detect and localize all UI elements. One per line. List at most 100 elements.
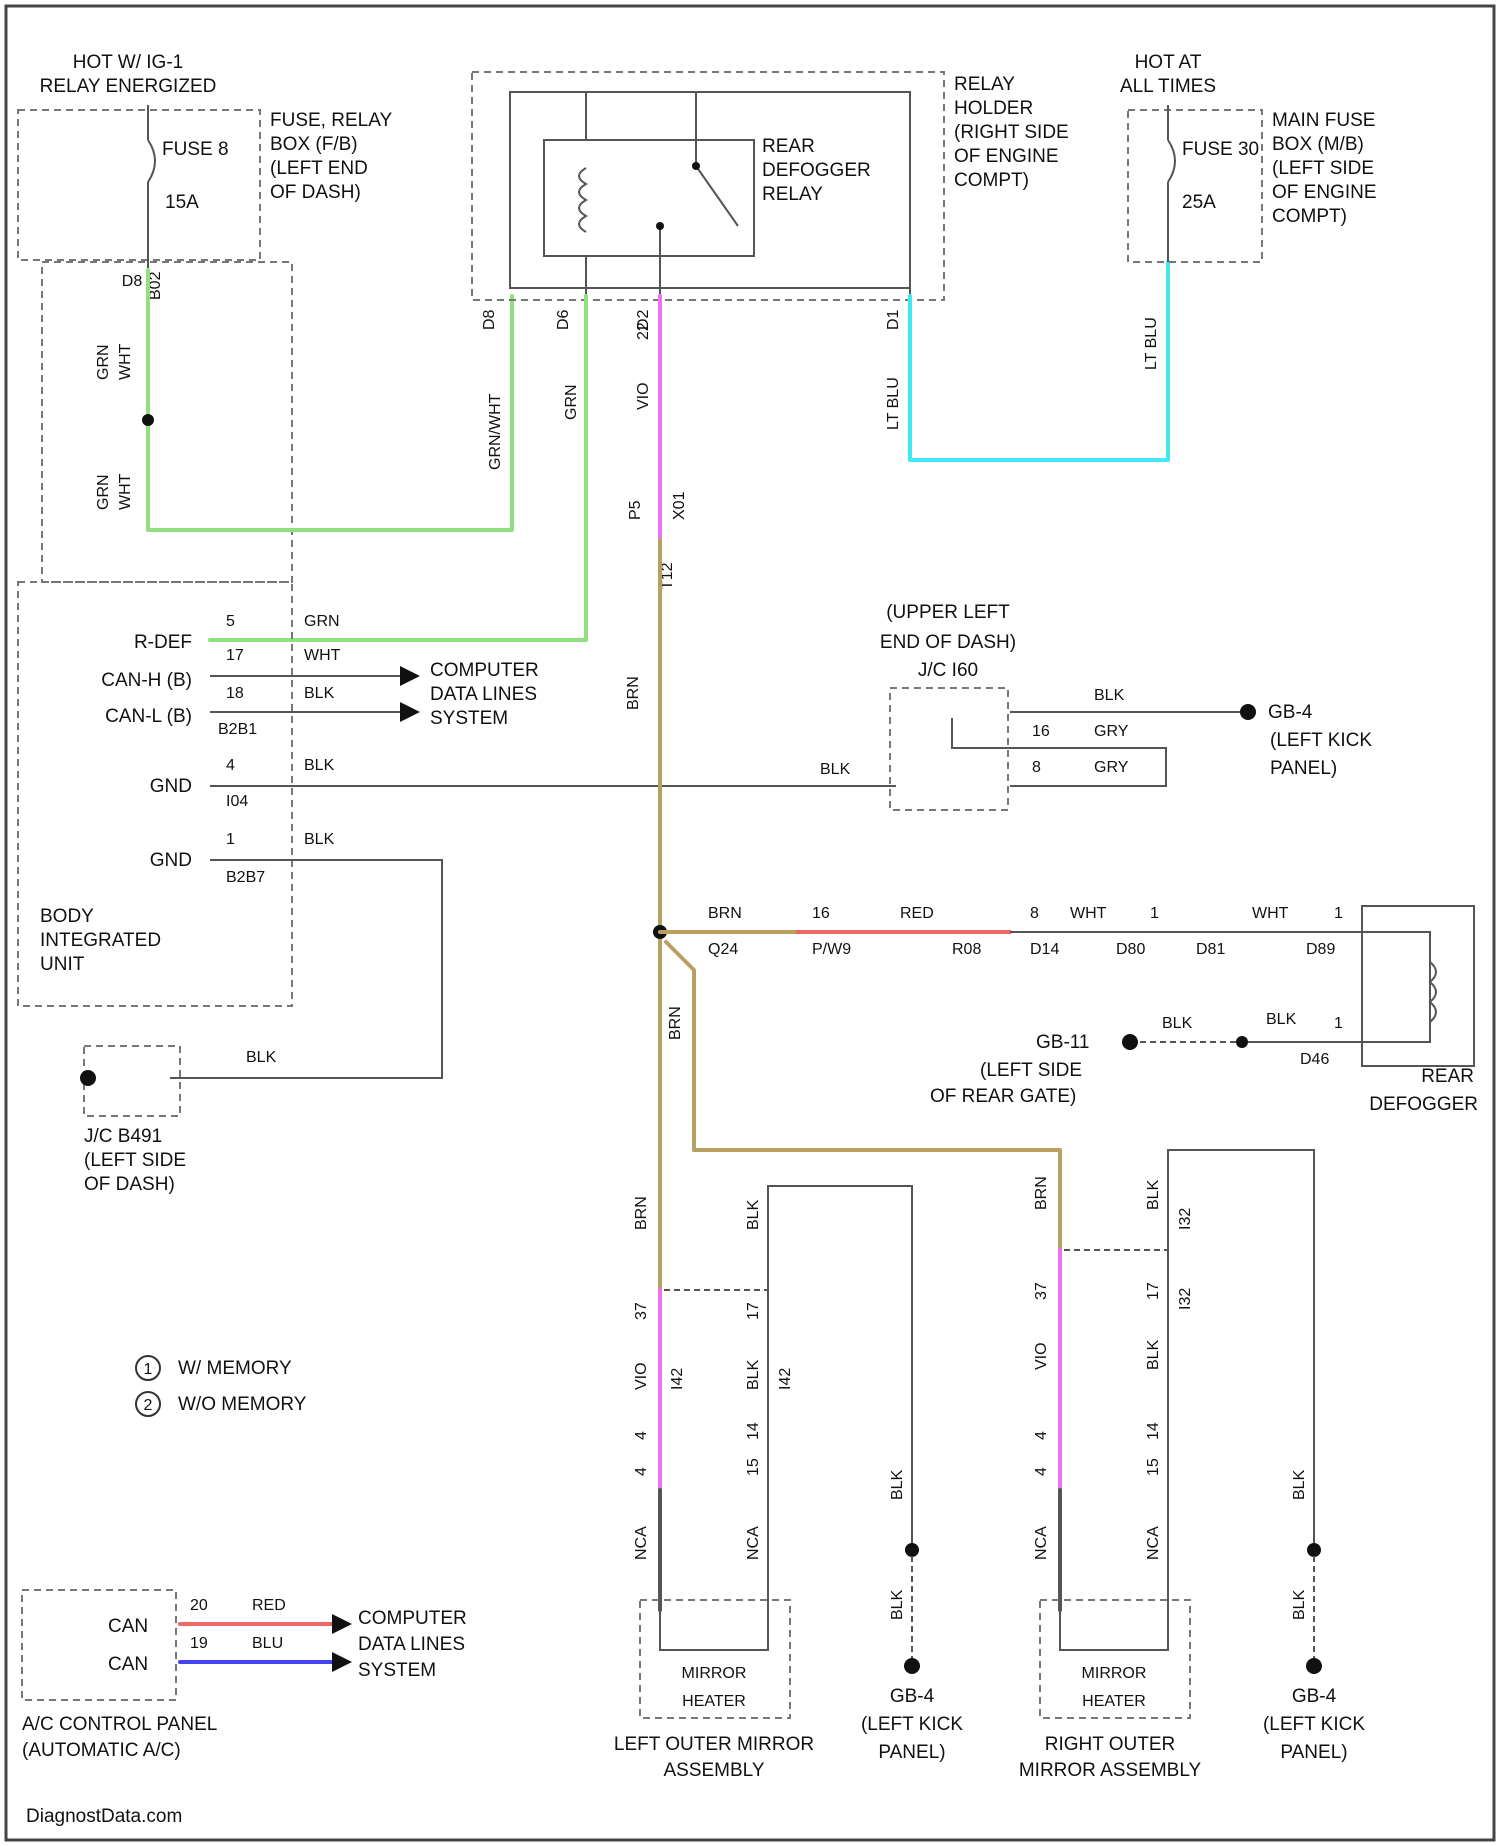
splice-dot [1307,1543,1321,1557]
relay-holder-outline [472,72,944,300]
svg-text:D80: D80 [1116,941,1145,958]
biu-pins: R-DEF 5 GRN 17 WHT CAN-H (B) CAN-L (B) 1… [101,613,340,886]
svg-text:4: 4 [633,1467,650,1476]
svg-text:D14: D14 [1030,941,1059,958]
wire-blk-left [768,1186,912,1610]
relay-holder-label: RELAY HOLDER (RIGHT SIDE OF ENGINE COMPT… [954,74,1069,191]
svg-text:D2: D2 [635,309,652,330]
svg-text:GRN/WHT: GRN/WHT [487,393,504,470]
ground-dot [1306,1658,1322,1674]
svg-text:WHT: WHT [1070,905,1107,922]
svg-text:(RIGHT SIDE: (RIGHT SIDE [954,122,1069,143]
hot-all-times-source: HOT AT ALL TIMES [1120,52,1216,97]
svg-text:INTEGRATED: INTEGRATED [40,930,161,951]
svg-text:SYSTEM: SYSTEM [358,1660,436,1681]
svg-text:GB-4: GB-4 [1292,1686,1337,1707]
svg-text:RIGHT OUTER: RIGHT OUTER [1045,1734,1176,1755]
right-mirror-label: RIGHT OUTER MIRROR ASSEMBLY [1019,1734,1202,1781]
wire-blk-gnd2 [170,860,442,1078]
svg-text:(LEFT END: (LEFT END [270,158,368,179]
svg-text:BLK: BLK [304,831,335,848]
wire-label-brn: BRN [1033,1176,1050,1210]
svg-text:RELAY: RELAY [762,184,823,205]
svg-text:4: 4 [226,757,235,774]
rear-defogger-label: REAR DEFOGGER [1369,1066,1478,1115]
svg-text:8: 8 [1032,759,1041,776]
svg-text:GND: GND [150,776,192,797]
svg-text:D6: D6 [555,309,572,330]
svg-text:OF DASH): OF DASH) [270,182,361,203]
left-mirror-heater [660,1610,768,1650]
svg-text:PANEL): PANEL) [1280,1742,1347,1763]
fuse-relay-box-label: FUSE, RELAY BOX (F/B) (LEFT END OF DASH) [270,110,392,203]
svg-text:R08: R08 [952,941,981,958]
svg-text:1: 1 [226,831,235,848]
svg-text:(LEFT SIDE: (LEFT SIDE [84,1150,186,1171]
fuse-relay-box-outline [18,110,260,260]
svg-text:BLK: BLK [1291,1469,1308,1500]
pin-label: P5 [627,500,644,520]
svg-text:HEATER: HEATER [1082,1693,1146,1710]
jc-i60-title: (UPPER LEFT END OF DASH) J/C I60 [880,602,1016,681]
svg-text:RED: RED [900,905,934,922]
svg-text:UNIT: UNIT [40,954,85,975]
svg-text:BLK: BLK [745,1359,762,1390]
svg-text:I42: I42 [669,1368,686,1390]
svg-text:REAR: REAR [1421,1066,1474,1087]
svg-text:(LEFT KICK: (LEFT KICK [1263,1714,1365,1735]
svg-text:CAN: CAN [108,1616,148,1637]
svg-text:20: 20 [190,1597,208,1614]
wire-grn-wht [148,270,512,530]
svg-text:VIO: VIO [633,1362,650,1390]
left-mirror-label: LEFT OUTER MIRROR ASSEMBLY [614,1734,814,1781]
svg-text:GRN: GRN [304,613,340,630]
svg-text:DATA LINES: DATA LINES [358,1634,465,1655]
svg-text:D81: D81 [1196,941,1225,958]
svg-text:BLU: BLU [252,1635,283,1652]
arrow-icon [332,1614,352,1634]
svg-text:COMPT): COMPT) [954,170,1029,191]
svg-text:OF DASH): OF DASH) [84,1174,175,1195]
svg-text:1: 1 [1334,1015,1343,1032]
svg-text:(LEFT SIDE: (LEFT SIDE [980,1060,1082,1081]
svg-text:COMPT): COMPT) [1272,206,1347,227]
svg-text:WHT: WHT [117,343,134,380]
ac-panel-outline [22,1590,176,1700]
wire-label-lt-blu: LT BLU [1143,317,1160,370]
svg-text:B2B7: B2B7 [226,869,265,886]
svg-text:BLK: BLK [1145,1339,1162,1370]
svg-text:I42: I42 [777,1368,794,1390]
svg-text:END OF DASH): END OF DASH) [880,632,1016,653]
svg-text:HOT AT: HOT AT [1135,52,1202,73]
wire-label-grn-wht: GRN WHT GRN WHT GRN/WHT [95,343,504,510]
svg-text:ALL TIMES: ALL TIMES [1120,76,1216,97]
main-fuse-box-outline [1128,110,1262,262]
svg-text:17: 17 [745,1302,762,1320]
right-mirror-heater-label: MIRROR HEATER [1082,1665,1147,1710]
svg-text:MIRROR ASSEMBLY: MIRROR ASSEMBLY [1019,1760,1202,1781]
svg-text:CAN: CAN [108,1654,148,1675]
svg-text:BRN: BRN [633,1196,650,1230]
svg-text:P/W9: P/W9 [812,941,851,958]
svg-text:LEFT OUTER MIRROR: LEFT OUTER MIRROR [614,1734,814,1755]
ground-dot [904,1658,920,1674]
legend: 1 W/ MEMORY 2 W/O MEMORY [136,1356,307,1416]
left-mirror-labels: BRN BLK 37 17 I42 I42 VIO BLK 4 14 4 15 … [633,1196,906,1620]
jc-i60-ground-label: GB-4 (LEFT KICK PANEL) [1268,702,1372,779]
svg-text:(UPPER LEFT: (UPPER LEFT [886,602,1010,623]
wire-label-lt-blu: LT BLU [885,377,902,430]
svg-text:15: 15 [1145,1458,1162,1476]
left-mirror-heater-label: MIRROR HEATER [682,1665,747,1710]
svg-text:Q24: Q24 [708,941,738,958]
svg-text:CAN-L (B): CAN-L (B) [105,706,192,727]
svg-text:NCA: NCA [1145,1526,1162,1560]
right-mirror-ground-label: GB-4 (LEFT KICK PANEL) [1263,1686,1365,1763]
svg-text:(LEFT KICK: (LEFT KICK [861,1714,963,1735]
svg-text:DATA LINES: DATA LINES [430,684,537,705]
svg-text:GRY: GRY [1094,759,1129,776]
main-fuse-box-label: MAIN FUSE BOX (M/B) (LEFT SIDE OF ENGINE… [1272,110,1377,227]
svg-text:1: 1 [1150,905,1159,922]
svg-text:BLK: BLK [745,1199,762,1230]
wire-label-blk: BLK [246,1049,277,1066]
svg-text:VIO: VIO [1033,1342,1050,1370]
